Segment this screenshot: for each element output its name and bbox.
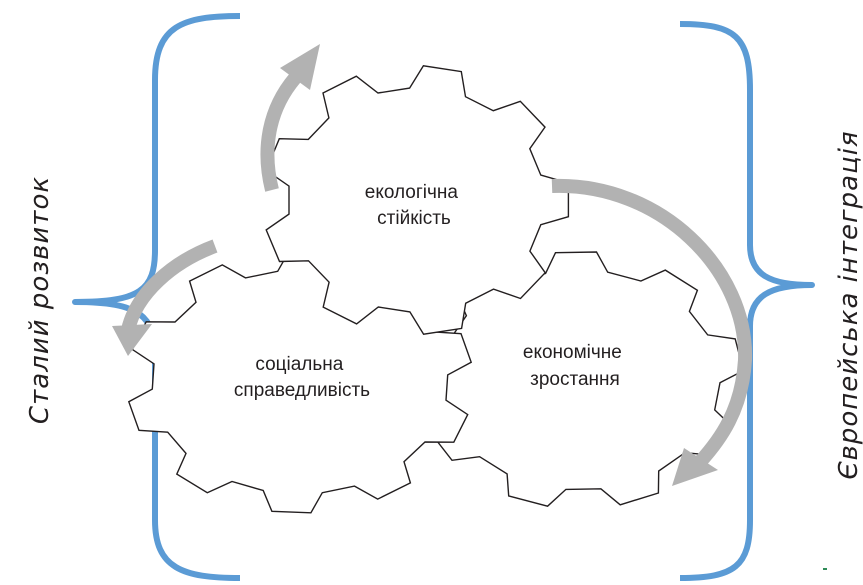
label-social-justice: соціальна справедливість bbox=[234, 354, 370, 401]
label-economic-growth: економічне зростання bbox=[523, 342, 627, 390]
label-economic-line-2: зростання bbox=[530, 369, 620, 390]
cycle-arrow-top-left bbox=[260, 44, 320, 192]
label-ecological-line-1: екологічна bbox=[365, 182, 459, 203]
right-brace bbox=[679, 21, 815, 581]
label-economic-line-1: економічне bbox=[523, 342, 622, 363]
arrow-head-top-left bbox=[280, 44, 320, 90]
decorative-tick bbox=[823, 568, 827, 570]
arrow-head-left bbox=[112, 324, 152, 356]
label-ecological-line-2: стійкість bbox=[377, 208, 451, 229]
right-side-label: Європейська інтеграція bbox=[834, 130, 863, 479]
arrow-head-right bbox=[672, 448, 718, 486]
label-social-line-2: справедливість bbox=[234, 380, 370, 401]
left-brace bbox=[72, 13, 241, 581]
gears-group bbox=[127, 65, 745, 514]
label-social-line-1: соціальна bbox=[255, 354, 343, 375]
cycle-arrow-right bbox=[551, 178, 753, 486]
gear-ecological bbox=[265, 65, 570, 335]
label-ecological-sustainability: екологічна стійкість bbox=[365, 182, 464, 229]
cycle-arrow-left bbox=[112, 239, 218, 356]
left-side-label: Сталий розвиток bbox=[25, 176, 55, 424]
